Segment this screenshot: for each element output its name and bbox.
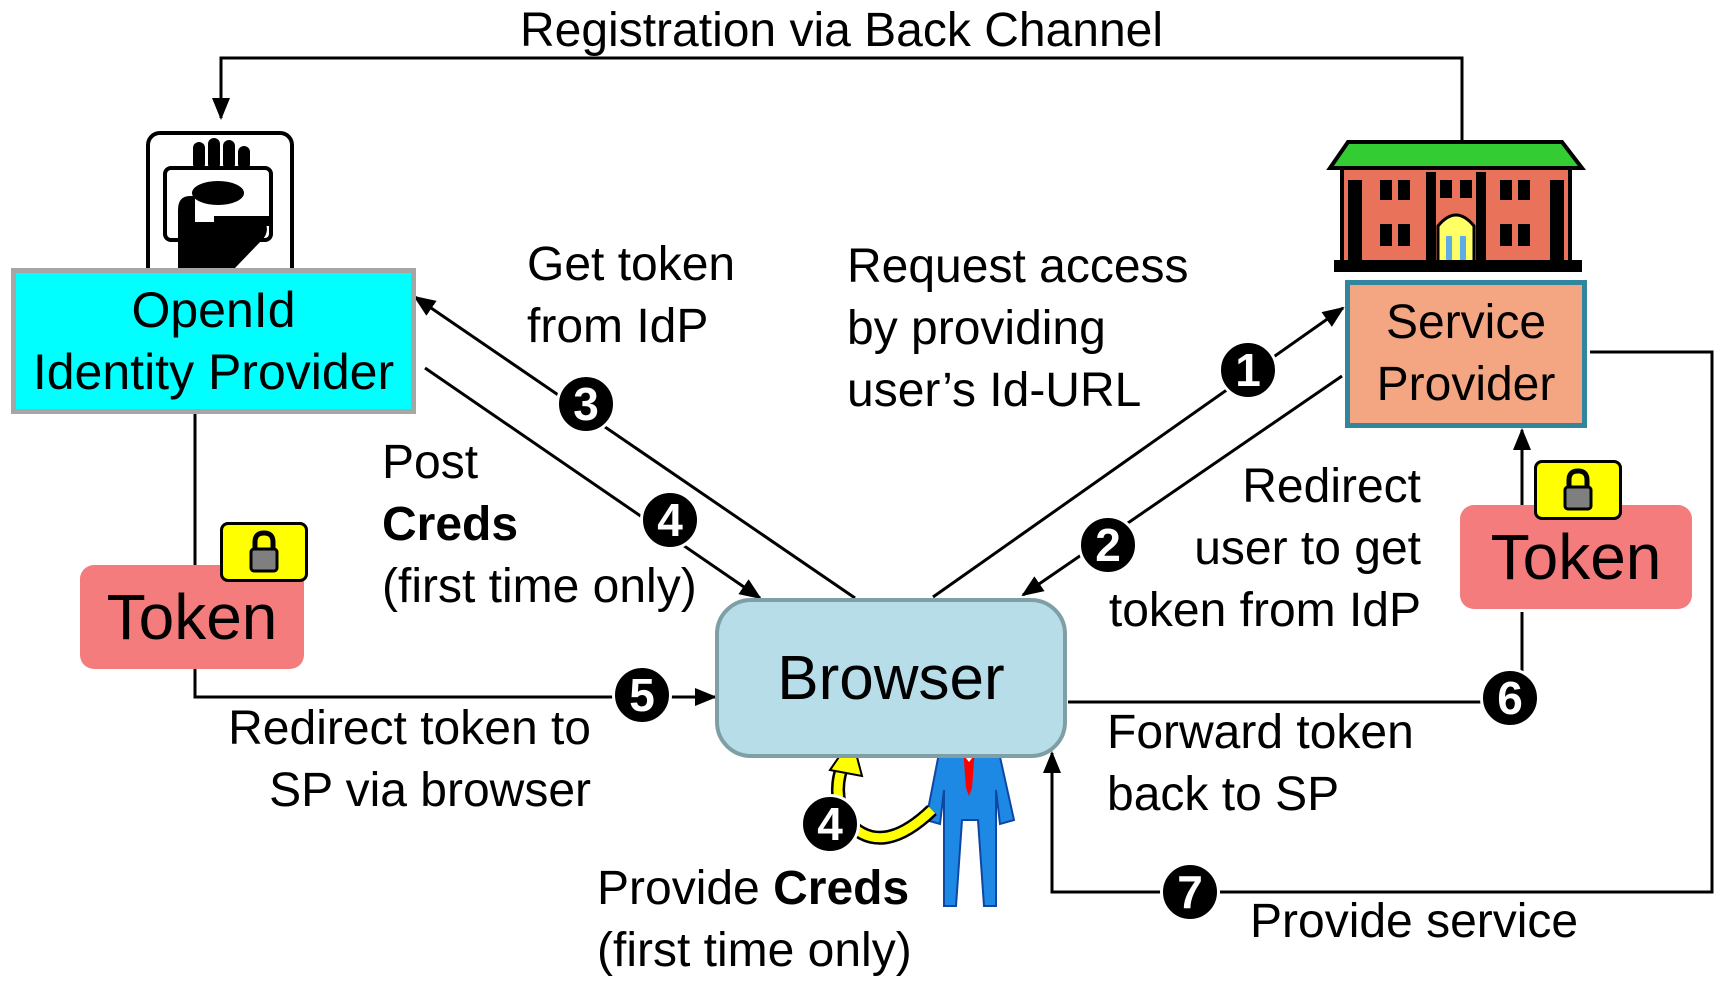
step-badge-6: 6 (1480, 668, 1540, 728)
token-right: Token (1460, 505, 1692, 609)
step5-text: Redirect token to SP via browser (228, 702, 591, 817)
step-badge-2: 2 (1078, 515, 1138, 575)
padlock-icon (220, 522, 308, 582)
padlock-icon (1534, 460, 1622, 520)
step4-text: Post Creds (first time only) (382, 436, 697, 613)
token-left: Token (80, 565, 304, 669)
step3-arrow (413, 295, 856, 600)
step1-text: Request access by providing user’s Id-UR… (847, 240, 1189, 417)
step6-text: Forward token back to SP (1107, 706, 1414, 821)
idp-line2: Identity Provider (32, 344, 395, 400)
browser-label: Browser (777, 643, 1005, 713)
step-badge-4: 4 (640, 490, 700, 550)
registration-label: Registration via Back Channel (520, 4, 1164, 57)
service-provider-box: Service Provider (1345, 280, 1587, 428)
sp-line2: Provider (1376, 358, 1556, 411)
token-right-label: Token (1490, 521, 1662, 593)
step3-text: Get token from IdP (527, 238, 736, 353)
step-badge-1: 1 (1218, 340, 1278, 400)
step-badge-3: 3 (556, 374, 616, 434)
registration-arrow (212, 56, 1464, 258)
step7-arrow (1043, 350, 1714, 894)
step7-text: Provide service (1250, 895, 1579, 948)
government-building-icon (1326, 140, 1587, 272)
idp-line1: OpenId (131, 282, 296, 338)
sp-line1: Service (1385, 296, 1547, 349)
step-badge-5: 5 (612, 665, 672, 725)
identity-card-icon (146, 131, 294, 283)
provide-creds-text: Provide Creds (first time only) (597, 862, 912, 977)
step2-arrow (1021, 374, 1343, 597)
step4-arrow (424, 366, 762, 600)
step-badge-7: 7 (1160, 862, 1220, 922)
identity-provider-box: OpenId Identity Provider (11, 268, 416, 414)
token-left-label: Token (106, 581, 278, 653)
step-badge-4-user: 4 (800, 794, 860, 854)
step2-text: Redirect user to get token from IdP (1108, 460, 1421, 637)
step5-arrow (193, 395, 717, 706)
browser-box: Browser (715, 598, 1067, 758)
